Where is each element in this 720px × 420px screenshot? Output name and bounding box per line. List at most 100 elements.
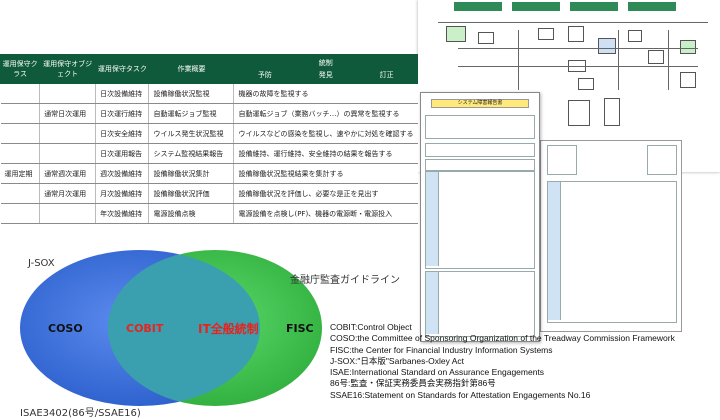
flow-line <box>458 66 698 67</box>
cell-task: システム監視結果報告 <box>148 143 235 164</box>
overlap-region <box>108 250 260 406</box>
flow-tab <box>628 2 676 11</box>
report-title-bar: システム障害報告書 <box>431 99 529 108</box>
coso-label: COSO <box>48 322 83 335</box>
flow-tab <box>570 2 618 11</box>
flow-node <box>578 78 594 90</box>
cell-group: 通常日次運用 <box>39 103 97 124</box>
isae-label: ISAE3402(86号/SSAE16) <box>20 408 141 419</box>
fisc-label: FISC <box>286 322 314 335</box>
flow-line <box>438 22 708 23</box>
flow-tab <box>512 2 560 11</box>
cell-task: 自動運転ジョブ監視 <box>148 103 235 124</box>
cell-class <box>0 143 41 164</box>
cell-class <box>0 103 41 124</box>
legend-item: FISC:the Center for Financial Industry I… <box>330 344 553 355</box>
form-grid <box>425 171 535 269</box>
header-task: 運用保守タスク <box>95 54 150 84</box>
cell-task: 設備稼働状況集計 <box>148 163 235 184</box>
table-row: 通常月次運用月次設備維持設備稼働状況評価設備稼働状況を評価し、必要な是正を見出す <box>0 183 418 204</box>
cell-object: 年次設備維持 <box>95 203 150 224</box>
flow-node <box>598 38 616 54</box>
table-row: 日次設備維持設備稼働状況監視機器の故障を監視する <box>0 83 418 104</box>
flow-node <box>538 28 554 40</box>
cell-group <box>39 123 97 144</box>
table-row: 日次運用報告システム監視結果報告設備維持、運行維持、安全維持の結果を報告する <box>0 143 418 164</box>
cell-class <box>0 83 41 104</box>
legend-item: COBIT:Control Object <box>330 322 412 332</box>
jsox-label: J-SOX <box>28 258 55 269</box>
table-row: 運用定期通常週次運用週次設備維持設備稼働状況集計設備稼働状況監視結果を集計する <box>0 163 418 184</box>
flow-line <box>668 30 669 90</box>
cell-class: 運用定期 <box>0 163 41 184</box>
control-sub: 訂正 <box>379 71 394 79</box>
cell-object: 日次運行維持 <box>95 103 150 124</box>
flow-tab-bar <box>454 2 676 11</box>
form-row <box>425 115 535 139</box>
cell-object: 日次運用報告 <box>95 143 150 164</box>
cell-group <box>39 83 97 104</box>
cell-group: 通常週次運用 <box>39 163 97 184</box>
flow-node <box>478 32 494 44</box>
cell-summary: 設備維持、運行維持、安全維持の結果を報告する <box>233 143 418 164</box>
cobit-label: COBIT <box>126 322 164 335</box>
abbreviation-legend: COBIT:Control Object COSO:the Committee … <box>330 322 675 401</box>
table-row: 通常日次運用日次運行維持自動運転ジョブ監視自動運転ジョブ（業務バッチ…）の異常を… <box>0 103 418 124</box>
cell-group <box>39 143 97 164</box>
flow-node <box>568 26 584 42</box>
itgc-label: IT全般統制 <box>198 322 259 336</box>
flow-node <box>648 50 664 64</box>
table-row: 年次設備維持電源設備点検電源設備を点検し(PF)、機器の電源断・電源投入 <box>0 203 418 224</box>
flow-node <box>568 100 590 126</box>
header-class: 運用保守クラス <box>0 54 41 84</box>
flow-line <box>518 30 519 90</box>
legend-item: 86号:監査・保証実務委員会実務指針第86号 <box>330 378 496 389</box>
cell-summary: 設備稼働状況監視結果を集計する <box>233 163 418 184</box>
flow-node <box>446 26 466 42</box>
maintenance-task-table: 運用保守クラス 運用保守オブジェクト 運用保守タスク 作業概要 統制 予防 発見… <box>0 54 418 260</box>
cell-summary: ウイルスなどの感染を監視し、速やかに対処を確認する <box>233 123 418 144</box>
control-sub: 発見 <box>318 71 333 79</box>
form-row <box>425 159 535 171</box>
control-subheaders: 予防 発見 訂正 <box>234 70 417 80</box>
cell-summary: 機器の故障を監視する <box>233 83 418 104</box>
cell-group: 通常月次運用 <box>39 183 97 204</box>
header-object: 運用保守オブジェクト <box>39 54 97 84</box>
cell-object: 月次設備維持 <box>95 183 150 204</box>
table-header-row: 運用保守クラス 運用保守オブジェクト 運用保守タスク 作業概要 統制 予防 発見… <box>0 54 418 84</box>
control-sub: 予防 <box>257 71 272 79</box>
flow-tab <box>454 2 502 11</box>
table-row: 日次安全維持ウイルス発生状況監視ウイルスなどの感染を監視し、速やかに対処を確認す… <box>0 123 418 144</box>
flow-line <box>458 48 698 49</box>
cell-object: 日次設備維持 <box>95 83 150 104</box>
legend-item: SSAE16:Statement on Standards for Attest… <box>330 389 591 400</box>
header-summary: 作業概要 <box>148 54 235 84</box>
cell-class <box>0 183 41 204</box>
form-row <box>425 143 535 157</box>
cell-task: 電源設備点検 <box>148 203 235 224</box>
cell-class <box>0 203 41 224</box>
flow-node <box>680 40 696 54</box>
cell-group <box>39 203 97 224</box>
flow-node <box>628 30 642 42</box>
flow-line <box>618 30 619 90</box>
header-control: 統制 予防 発見 訂正 <box>233 54 418 84</box>
form-grid <box>547 181 677 323</box>
framework-venn-diagram: J-SOX 金融庁監査ガイドライン ISAE3402(86号/SSAE16) C… <box>0 238 720 420</box>
cell-summary: 自動運転ジョブ（業務バッチ…）の異常を監視する <box>233 103 418 124</box>
legend-item: J-SOX:"日本版"Sarbanes-Oxley Act <box>330 355 465 366</box>
fsa-guideline-label: 金融庁監査ガイドライン <box>290 275 400 286</box>
incident-report-form: システム障害報告書 <box>420 92 540 342</box>
venn-shapes <box>20 250 322 406</box>
form-grid <box>425 271 535 337</box>
cell-summary: 設備稼働状況を評価し、必要な是正を見出す <box>233 183 418 204</box>
cell-task: ウイルス発生状況監視 <box>148 123 235 144</box>
cell-task: 設備稼働状況評価 <box>148 183 235 204</box>
cell-object: 日次安全維持 <box>95 123 150 144</box>
cell-summary: 電源設備を点検し(PF)、機器の電源断・電源投入 <box>233 203 418 224</box>
form-block <box>647 145 677 175</box>
legend-item: COSO:the Committee of Sponsoring Organiz… <box>330 333 675 344</box>
control-title: 統制 <box>318 59 333 67</box>
cell-object: 週次設備維持 <box>95 163 150 184</box>
cell-class <box>0 123 41 144</box>
